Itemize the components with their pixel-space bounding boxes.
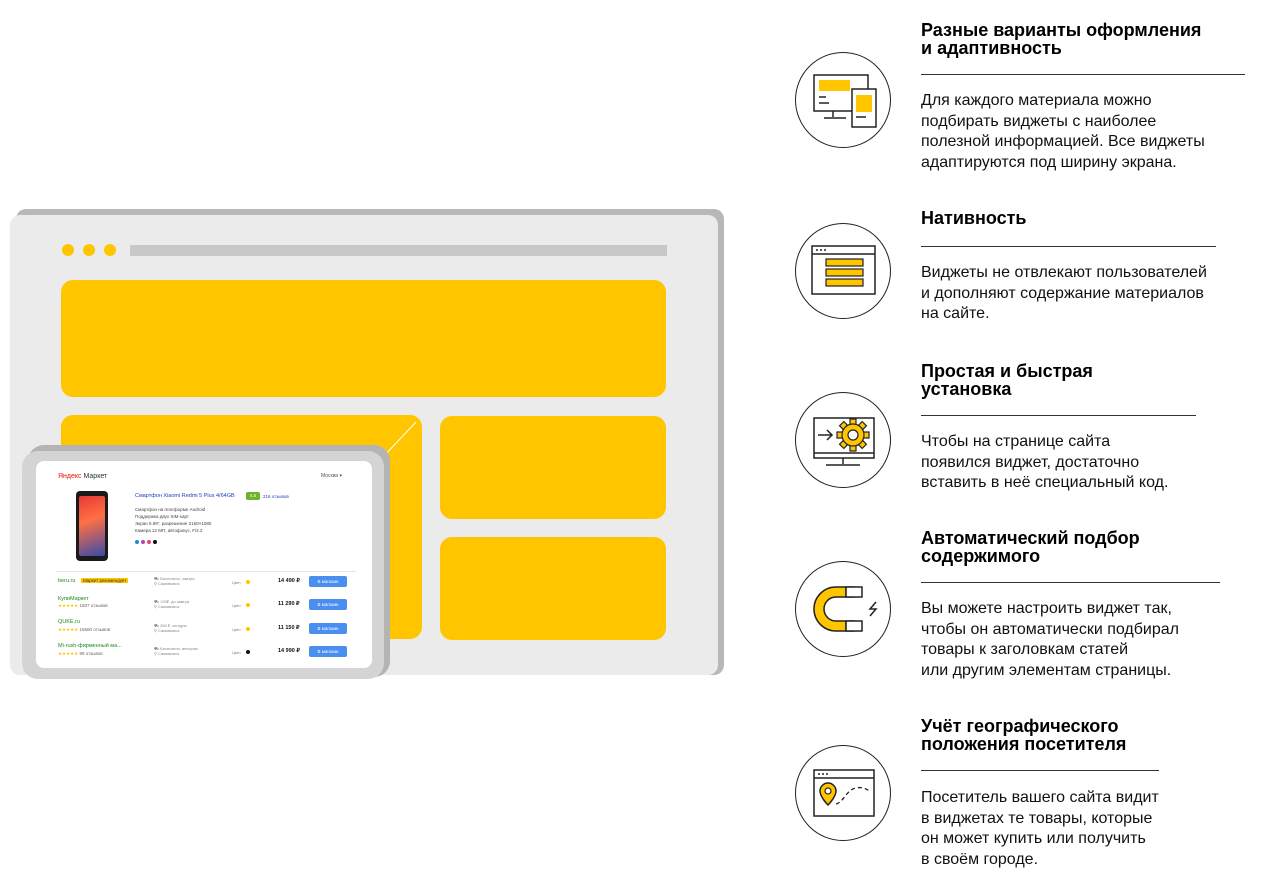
product-spec: Экран 5.99", разрешение 2160×1080	[135, 521, 212, 526]
offer-color-dot	[246, 627, 250, 631]
rating-badge: 4.5	[246, 492, 260, 500]
responsive-devices-icon	[795, 52, 891, 148]
offer-color-dot	[246, 650, 250, 654]
shop-name[interactable]: Mi-rush-фирменный ма...	[58, 643, 122, 649]
shop-name[interactable]: QUKE.ru	[58, 619, 81, 625]
delivery-info: ⛟ Бесплатно, вечером⚲ Самовывоз	[154, 646, 198, 656]
offer-price: 11 290 ₽	[278, 601, 300, 607]
content-block-side	[440, 416, 666, 519]
color-option[interactable]	[153, 540, 157, 544]
color-option[interactable]	[147, 540, 151, 544]
color-label: Цвет	[232, 580, 241, 585]
offer-price: 14 490 ₽	[278, 578, 300, 584]
window-dot-icon	[83, 244, 95, 256]
content-block-side	[440, 537, 666, 640]
window-dot-icon	[62, 244, 74, 256]
product-image-screen	[79, 496, 105, 556]
window-dot-icon	[104, 244, 116, 256]
product-title[interactable]: Смартфон Xiaomi Redmi 5 Plus 4/64GB	[135, 493, 235, 499]
native-widget-icon	[795, 223, 891, 319]
offer-color-dot	[246, 580, 250, 584]
color-label: Цвет	[232, 650, 241, 655]
reviews-link[interactable]: 216 отзывов	[263, 494, 289, 499]
delivery-info: ⛟ 190₽, до завтра⚲ Самовывоз	[154, 599, 190, 609]
shop-name[interactable]: beru.ru	[58, 578, 76, 584]
shop-name[interactable]: КупиМаркет	[58, 596, 89, 602]
divider	[56, 571, 356, 572]
divider	[921, 415, 1196, 416]
recommend-badge: Маркет рекомендует	[81, 578, 129, 583]
delivery-info: ⛟ 390 ₽, сегодня⚲ Самовывоз	[154, 623, 187, 633]
content-block-wide	[61, 280, 666, 397]
color-label: Цвет	[232, 627, 241, 632]
magnet-icon	[795, 561, 891, 657]
to-shop-button[interactable]: В магазин	[309, 646, 347, 657]
feature-description: Вы можете настроить виджет так,чтобы он …	[921, 600, 1179, 679]
offer-price: 11 150 ₽	[278, 625, 300, 631]
product-spec: Камера 12 МП, автофокус, F/2.2	[135, 528, 203, 533]
to-shop-button[interactable]: В магазин	[309, 623, 347, 634]
product-spec: Поддержка двух SIM-карт	[135, 514, 189, 519]
color-label: Цвет	[232, 603, 241, 608]
divider	[921, 74, 1245, 75]
offer-price: 14 990 ₽	[278, 648, 300, 654]
shop-rating: ★★★★★ 1507 отзывов	[58, 603, 108, 608]
color-option[interactable]	[135, 540, 139, 544]
divider	[921, 770, 1159, 771]
feature-title: Нативность	[921, 208, 1027, 228]
delivery-info: ⛟ Бесплатно, завтра⚲ Самовывоз	[154, 576, 195, 586]
divider	[921, 582, 1220, 583]
city-selector[interactable]: Москва ▾	[321, 473, 342, 479]
product-spec: Смартфон на платформе Android	[135, 507, 206, 512]
shop-rating: ★★★★★ 89 отзывов	[58, 651, 103, 656]
color-option[interactable]	[141, 540, 145, 544]
to-shop-button[interactable]: В магазин	[309, 576, 347, 587]
offer-color-dot	[246, 603, 250, 607]
address-bar	[130, 245, 667, 256]
tablet-screen: Яндекс Маркет Москва ▾ Смартфон Xiaomi R…	[36, 461, 372, 668]
market-logo: Яндекс Маркет	[58, 473, 108, 480]
geo-location-icon	[795, 745, 891, 841]
shop-rating: ★★★★★ 15660 отзывов	[58, 627, 111, 632]
to-shop-button[interactable]: В магазин	[309, 599, 347, 610]
setup-gear-icon	[795, 392, 891, 488]
divider	[921, 246, 1216, 247]
